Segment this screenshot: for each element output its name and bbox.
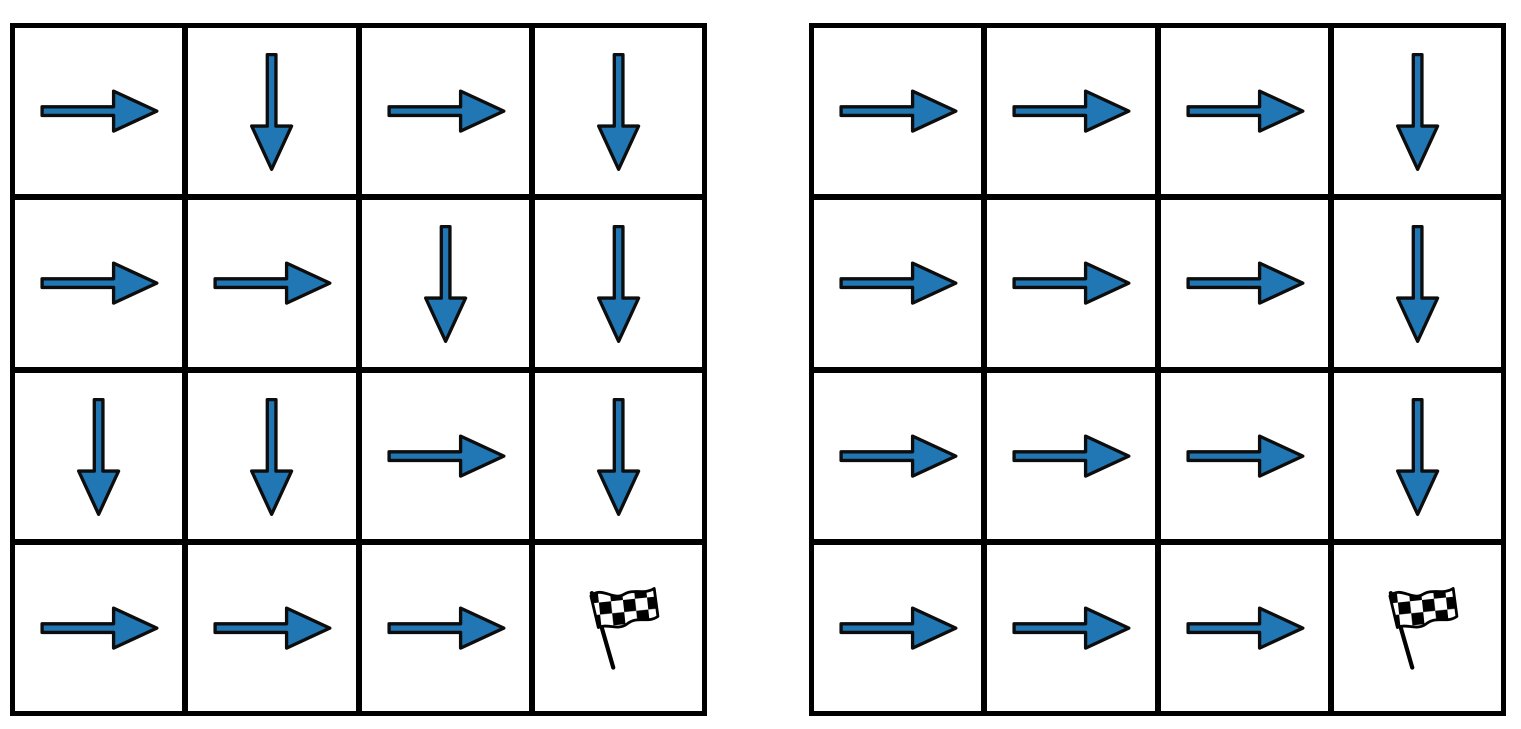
grid-cell-right [814, 372, 982, 539]
grid-cell-right [15, 200, 183, 367]
grid-cell-right [814, 544, 982, 711]
grid-cell-right [987, 544, 1155, 711]
right-arrow-icon [1185, 89, 1304, 133]
right-arrow-icon [1185, 606, 1304, 650]
grid-cell-down [188, 28, 356, 195]
grid-cell-down [534, 372, 702, 539]
grid-cell-down [534, 200, 702, 367]
right-arrow-icon [839, 261, 958, 305]
policy-grid-left [10, 23, 707, 716]
grid-cell-right [987, 200, 1155, 367]
grid-cell-right [1160, 372, 1328, 539]
right-arrow-icon [839, 606, 958, 650]
right-arrow-icon [1185, 261, 1304, 305]
grid-cell-down [534, 28, 702, 195]
down-arrow-icon [250, 52, 294, 171]
grid-cell-down [188, 372, 356, 539]
right-arrow-icon [40, 261, 159, 305]
grid-cell-down [1333, 28, 1501, 195]
grid-cell-right [361, 28, 529, 195]
right-arrow-icon [1185, 434, 1304, 478]
right-arrow-icon [1012, 261, 1131, 305]
down-arrow-icon [77, 397, 121, 516]
right-arrow-icon [386, 434, 505, 478]
right-arrow-icon [40, 89, 159, 133]
right-arrow-icon [213, 261, 332, 305]
right-arrow-icon [839, 89, 958, 133]
grid-cell-flag [1333, 544, 1501, 711]
grid-cell-down [1333, 200, 1501, 367]
grid-cell-right [814, 28, 982, 195]
right-arrow-icon [40, 606, 159, 650]
grid-cell-right [15, 544, 183, 711]
grid-cell-right [15, 28, 183, 195]
down-arrow-icon [423, 225, 467, 344]
checkered-flag-icon [1388, 587, 1458, 670]
down-arrow-icon [596, 52, 640, 171]
grid-cell-right [1160, 28, 1328, 195]
grid-cell-right [188, 200, 356, 367]
grid-cell-right [987, 372, 1155, 539]
grid-cell-right [1160, 544, 1328, 711]
right-arrow-icon [839, 434, 958, 478]
down-arrow-icon [596, 225, 640, 344]
policy-grid-right [809, 23, 1506, 716]
down-arrow-icon [596, 397, 640, 516]
right-arrow-icon [1012, 606, 1131, 650]
grid-cell-right [1160, 200, 1328, 367]
down-arrow-icon [1395, 52, 1439, 171]
down-arrow-icon [1395, 225, 1439, 344]
grid-cell-right [361, 372, 529, 539]
right-arrow-icon [1012, 434, 1131, 478]
grid-cell-right [361, 544, 529, 711]
down-arrow-icon [250, 397, 294, 516]
grid-cell-down [15, 372, 183, 539]
checkered-flag-icon [589, 587, 659, 670]
grid-cell-right [987, 28, 1155, 195]
grid-cell-right [814, 200, 982, 367]
down-arrow-icon [1395, 397, 1439, 516]
right-arrow-icon [386, 89, 505, 133]
right-arrow-icon [386, 606, 505, 650]
right-arrow-icon [1012, 89, 1131, 133]
right-arrow-icon [213, 606, 332, 650]
grid-cell-down [1333, 372, 1501, 539]
grid-cell-flag [534, 544, 702, 711]
grid-cell-down [361, 200, 529, 367]
grid-cell-right [188, 544, 356, 711]
